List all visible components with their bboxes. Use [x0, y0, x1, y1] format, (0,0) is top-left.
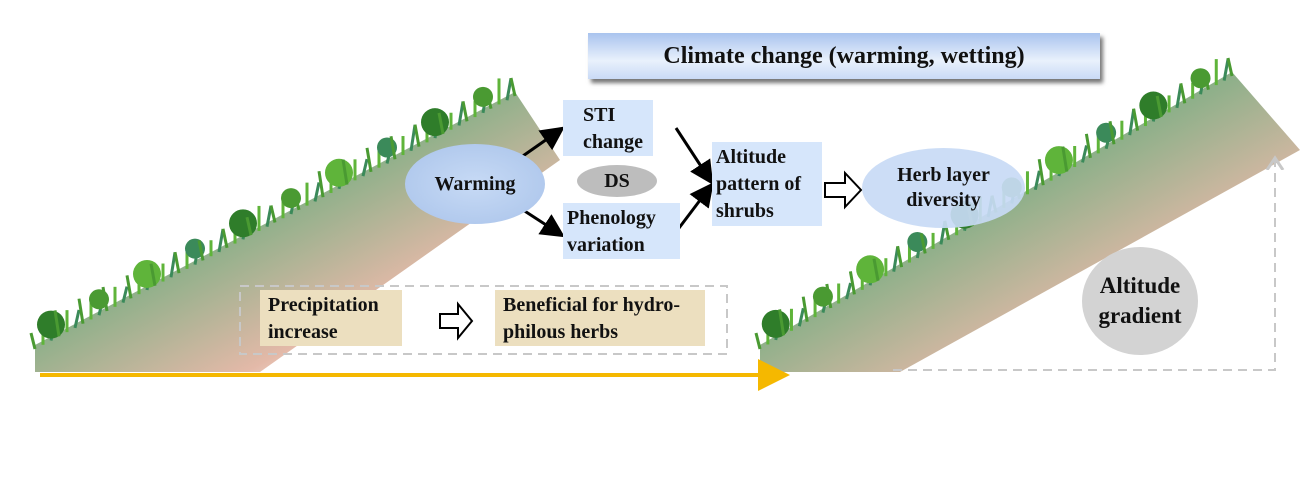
grass-blade	[265, 205, 273, 227]
phenology-node: Phenology variation	[563, 203, 680, 259]
altitude-pattern-line1: Altitude	[716, 146, 786, 168]
grass-blade	[778, 309, 786, 336]
grass-blade	[485, 89, 493, 109]
grass-blade	[1084, 133, 1092, 159]
grass-blade	[317, 170, 325, 198]
altitude-pattern-line2: pattern of	[716, 173, 801, 195]
shrub	[421, 108, 449, 137]
grass-blade	[1179, 83, 1187, 104]
sti-line1: STI	[583, 104, 616, 126]
grass-blade	[101, 286, 109, 312]
grass-blade	[461, 101, 469, 122]
grass-blade	[197, 240, 205, 261]
grass-blade	[361, 158, 369, 177]
arrow-phenology-altitude	[674, 182, 714, 233]
grass-blade	[245, 216, 253, 236]
arrow-warming-sti	[519, 126, 565, 160]
altitude-gradient-dashed-arrow	[893, 160, 1275, 371]
grass-blade	[365, 147, 373, 173]
beneficial-line1: Beneficial for hydro-	[503, 294, 681, 316]
grass-blade	[313, 182, 321, 202]
gradient-line2: gradient	[1098, 303, 1182, 328]
herb-line2: diversity	[906, 189, 981, 211]
grass-blade	[1132, 108, 1140, 131]
grass-blade	[149, 263, 157, 287]
arrow-sti-altitude	[674, 127, 714, 186]
grass-blade	[1061, 146, 1069, 172]
warming-label: Warming	[434, 172, 516, 195]
precip-line1: Precipitation	[268, 294, 379, 316]
shrub	[856, 255, 885, 284]
grass-blade	[872, 258, 880, 282]
grass-blade	[1155, 95, 1163, 118]
grass-blade	[269, 205, 277, 223]
grass-blade	[1037, 158, 1045, 186]
altitude-pattern-line3: shrubs	[716, 200, 774, 222]
grass-blade	[509, 77, 517, 97]
grass-blade	[825, 283, 833, 309]
precipitation-dashed-frame	[239, 285, 728, 355]
grass-blade	[801, 296, 809, 322]
phenology-line2: variation	[567, 234, 645, 256]
sti-change-node: STI change	[563, 100, 653, 156]
grass-blade	[73, 309, 81, 329]
grass-blade	[221, 228, 229, 249]
grass-blade	[919, 233, 927, 254]
beneficial-line2: philous herbs	[503, 321, 619, 343]
shrub	[761, 309, 790, 338]
shrub	[1139, 91, 1168, 120]
hollow-arrow-to-herb	[824, 170, 863, 210]
gradient-line1: Altitude	[1099, 273, 1181, 298]
shrub	[133, 259, 161, 288]
beneficial-node: Beneficial for hydro- philous herbs	[495, 290, 705, 346]
grass-blade	[125, 275, 133, 299]
grass-blade	[1226, 57, 1234, 77]
grass-blade	[754, 332, 762, 350]
shrub	[325, 158, 353, 187]
grass-blade	[389, 135, 397, 160]
grass-blade	[797, 307, 805, 327]
grass-blade	[341, 159, 349, 185]
altitude-pattern-node: Altitude pattern of shrubs	[712, 142, 822, 226]
grass-blade	[845, 282, 852, 300]
grass-blade	[293, 193, 301, 211]
precip-line2: increase	[268, 321, 338, 343]
hollow-arrow-to-beneficial	[439, 301, 474, 341]
grass-blade	[53, 310, 61, 337]
grass-blade	[121, 286, 129, 303]
grass-blade	[437, 112, 445, 135]
altitude-gradient-node: Altitude gradient	[1082, 247, 1198, 355]
grass-blade	[77, 298, 85, 324]
right-slope	[760, 72, 1300, 372]
grass-blade	[413, 124, 421, 147]
shrub	[37, 310, 65, 339]
grass-blade	[1081, 145, 1088, 163]
phenology-line1: Phenology	[567, 207, 656, 229]
herb-diversity-node: Herb layer diversity	[862, 148, 1025, 228]
grass-blade	[896, 245, 904, 268]
climate-change-title: Climate change (warming, wetting)	[588, 33, 1100, 79]
grass-blade	[1202, 70, 1210, 90]
warming-node: Warming	[405, 144, 545, 224]
grass-blade	[29, 332, 37, 350]
grass-blade	[848, 271, 856, 295]
ds-label: DS	[604, 169, 630, 192]
sti-line2: change	[583, 131, 643, 153]
precipitation-node: Precipitation increase	[260, 290, 402, 346]
grass-blade	[173, 251, 181, 274]
arrow-warming-phenology	[519, 206, 566, 238]
herb-line1: Herb layer	[897, 164, 990, 186]
shrub	[1044, 146, 1073, 175]
grass-blade	[1033, 170, 1041, 191]
shrub	[229, 209, 257, 238]
grass-blade	[1108, 120, 1116, 145]
ds-node: DS	[577, 165, 657, 197]
